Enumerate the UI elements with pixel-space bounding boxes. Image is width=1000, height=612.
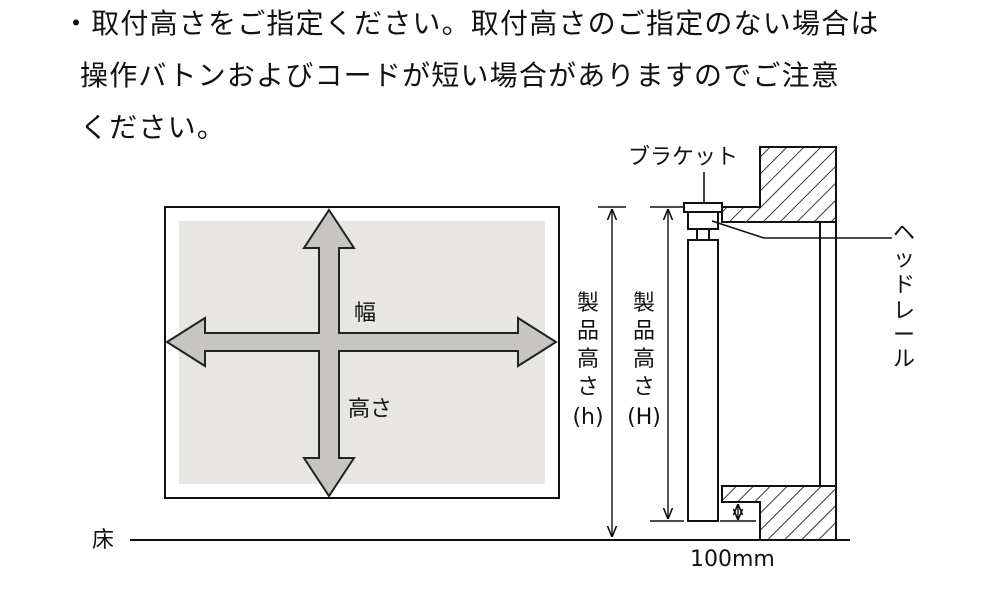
H-label-char: 品 [633,319,655,344]
headrail-callout: ヘ ッ ド レ ー ル [711,220,915,372]
note-line-2: 操作バトンおよびコードが短い場合がありますのでご注意 [80,59,841,92]
h-label-char: 高 [577,347,599,372]
window-glass [819,221,837,487]
bracket [683,202,723,213]
headrail [687,211,719,230]
product-panel [179,221,545,484]
headrail-label-char: ヘ [893,221,915,246]
floor: 床 [92,528,850,553]
bracket-label: ブラケット [628,145,738,170]
floor-label: 床 [92,528,114,553]
h-label-char: 品 [577,319,599,344]
wall-section [721,146,837,541]
H-label-char: 高 [633,347,655,372]
headrail-label-char: ー [893,323,915,348]
h-label-char: 製 [577,291,599,316]
headrail-leader [711,220,892,239]
product-front-view: 幅 高さ [164,206,560,499]
product-height-H-dimension: 製 品 高 さ (H) [627,206,684,522]
h-label-paren: (h) [572,405,603,430]
wall-bottom-hatch [721,485,837,541]
blind-body [687,239,719,522]
headrail-label-char: ド [893,273,915,298]
clearance-label: 100mm [690,547,775,572]
bracket-callout: ブラケット [628,145,738,203]
h-label-char: さ [577,375,599,400]
blind-side-view [683,202,723,522]
wall-top-hatch [721,146,837,223]
clearance-dimension: 100mm [690,505,775,572]
headrail-label-char: レ [893,299,915,324]
headrail-connector [696,228,710,241]
H-label-paren: (H) [627,405,661,430]
note-line-1: ・取付高さをご指定ください。取付高さのご指定のない場合は [62,7,880,40]
H-label-char: さ [633,375,655,400]
note-bullet: ・ [62,7,92,40]
width-label: 幅 [354,301,376,326]
H-label-char: 製 [633,291,655,316]
height-label: 高さ [348,397,392,422]
headrail-label-char: ッ [893,247,915,272]
product-height-h-dimension: 製 品 高 さ (h) [572,206,626,536]
dimension-cross-arrow [165,208,558,498]
headrail-label-char: ル [893,347,915,372]
note-line-3: ください。 [80,111,227,144]
